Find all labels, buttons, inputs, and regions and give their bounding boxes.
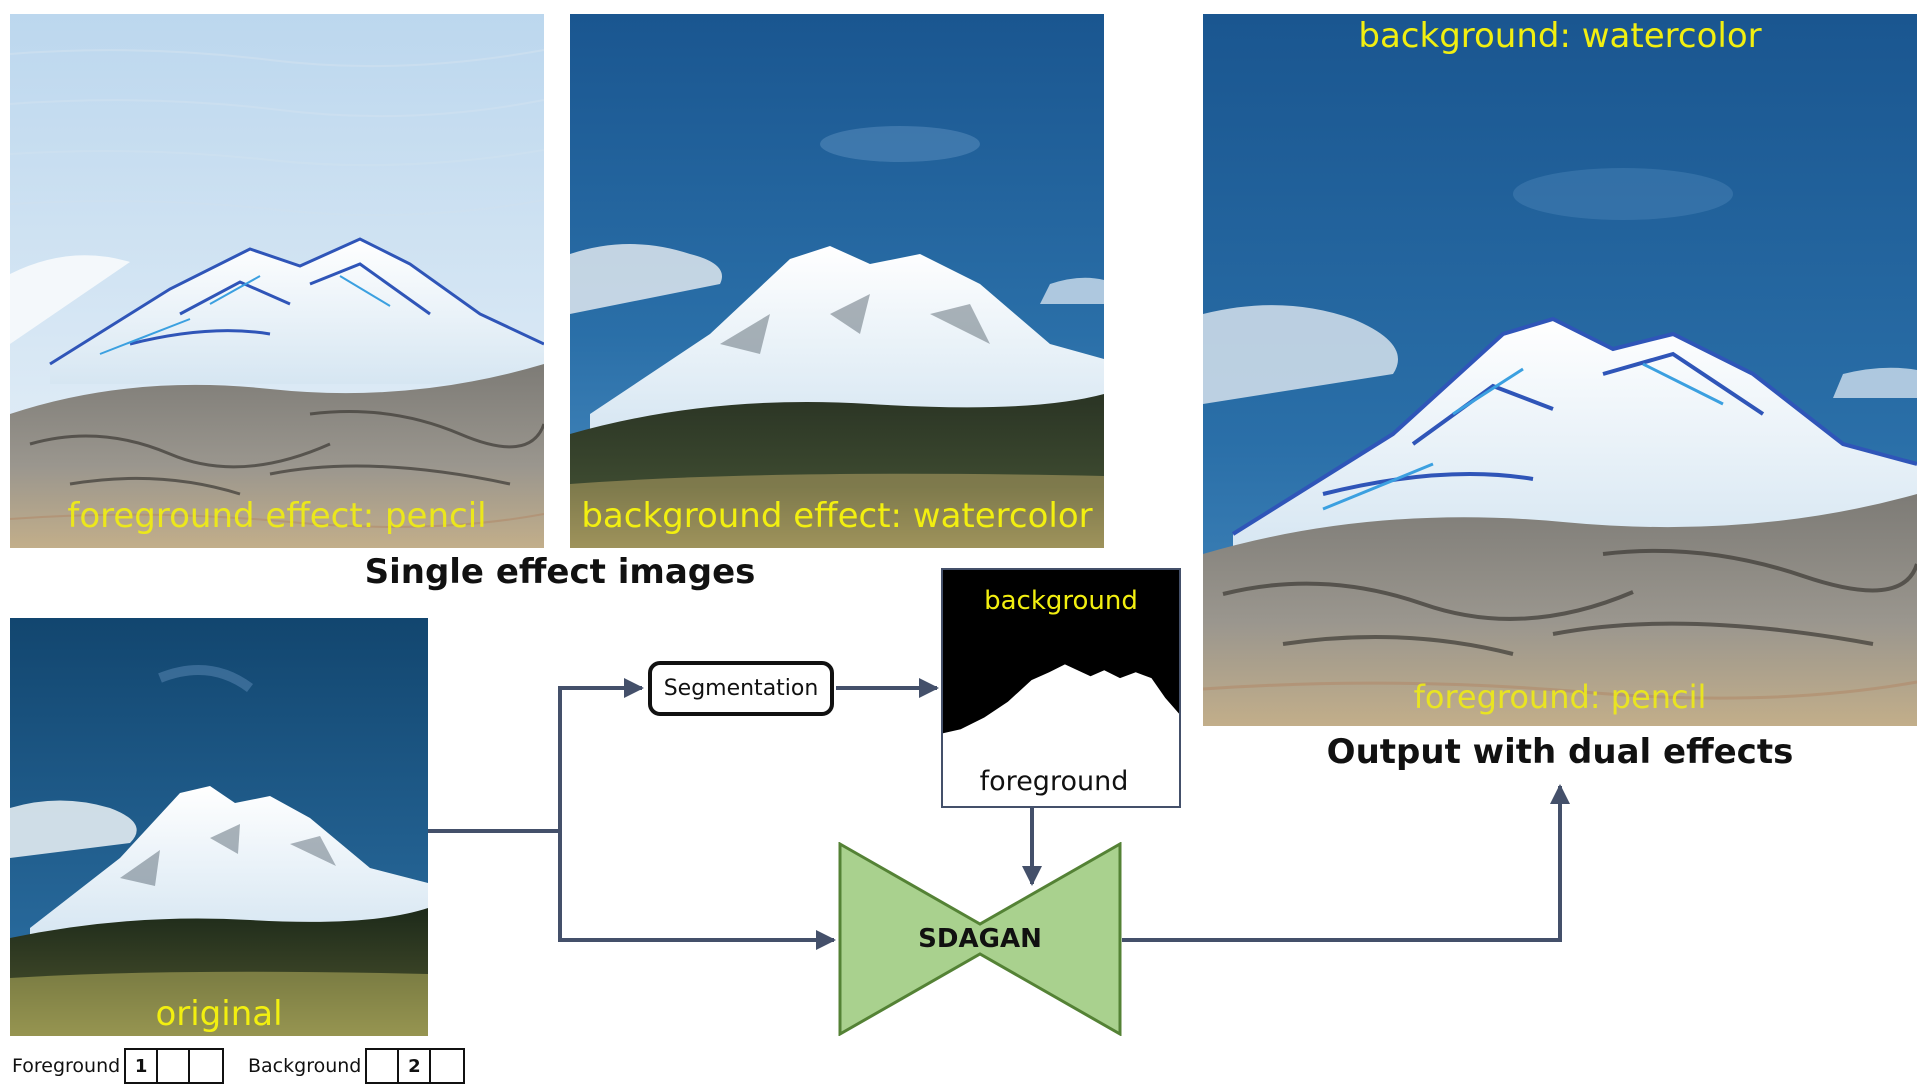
background-slot-legend: Background 2	[248, 1046, 466, 1086]
background-slot-3	[431, 1050, 463, 1082]
to-sdagan-arrow	[558, 831, 836, 950]
output-foreground-caption: foreground: pencil	[1413, 678, 1707, 716]
original-image: original	[10, 618, 428, 1036]
original-caption: original	[155, 994, 283, 1034]
foreground-slot-label: Foreground	[12, 1055, 121, 1077]
pencil-effect-image: foreground effect: pencil	[10, 14, 544, 548]
foreground-slots: 1	[124, 1048, 225, 1084]
dual-effect-output-image: background: watercolor foreground: penci…	[1203, 14, 1917, 726]
output-background-caption: background: watercolor	[1358, 16, 1762, 56]
output-heading: Output with dual effects	[1326, 732, 1794, 772]
single-effect-heading: Single effect images	[364, 552, 756, 592]
to-segmentation-arrow	[558, 678, 644, 831]
pencil-caption: foreground effect: pencil	[67, 496, 487, 536]
background-slot-label: Background	[248, 1055, 362, 1077]
watercolor-caption: background effect: watercolor	[581, 496, 1093, 536]
mask-foreground-label: foreground	[979, 766, 1129, 797]
foreground-slot-2	[158, 1050, 191, 1082]
foreground-slot-3	[190, 1050, 222, 1082]
background-slot-2: 2	[399, 1050, 432, 1082]
segmentation-label: Segmentation	[663, 676, 819, 701]
background-slots: 2	[365, 1048, 466, 1084]
sdagan-block	[838, 842, 1122, 1036]
segmentation-mask: background foreground	[941, 568, 1181, 808]
sdagan-to-output-arrow	[1122, 784, 1570, 942]
background-slot-1	[367, 1050, 400, 1082]
foreground-slot-1: 1	[126, 1050, 159, 1082]
foreground-slot-legend: Foreground 1	[12, 1046, 225, 1086]
segmentation-block: Segmentation	[648, 661, 834, 716]
mask-background-label: background	[984, 586, 1138, 616]
watercolor-effect-image: background effect: watercolor	[570, 14, 1104, 548]
sdagan-label: SDAGAN	[918, 924, 1042, 954]
